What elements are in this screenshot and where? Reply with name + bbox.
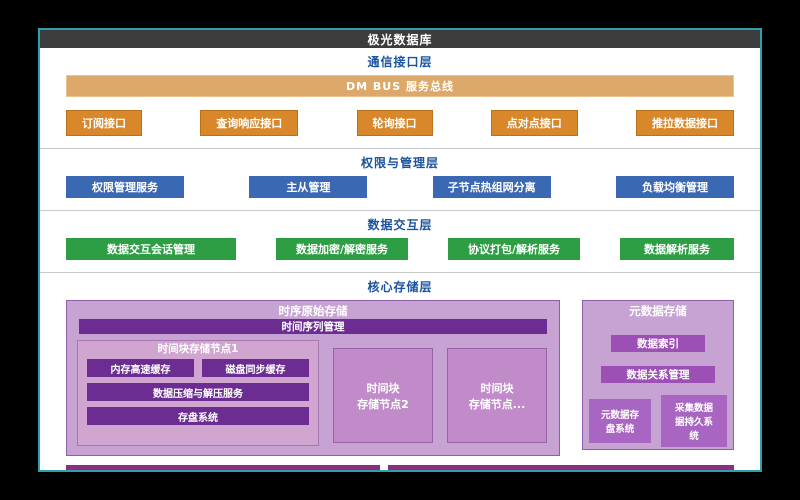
metadata-storage-container: 元数据存储 数据索引 数据关系管理 元数据存 盘系统 采集数据 据持久系 统 bbox=[582, 300, 734, 450]
metadata-small-row: 元数据存 盘系统 采集数据 据持久系 统 bbox=[589, 395, 727, 447]
cache-row: 内存高速缓存 磁盘同步缓存 bbox=[87, 359, 309, 377]
layer-interaction-label: 数据交互层 bbox=[367, 218, 433, 232]
service-box-session: 数据交互会话管理 bbox=[66, 238, 236, 260]
layer-management: 权限与管理层 权限管理服务 主从管理 子节点热组网分离 负载均衡管理 bbox=[40, 148, 760, 210]
metadata-disk-system-box: 元数据存 盘系统 bbox=[589, 399, 651, 443]
service-box-load-balance: 负载均衡管理 bbox=[615, 176, 734, 198]
timeseries-nodes-row: 时间块存储节点1 内存高速缓存 磁盘同步缓存 数据压缩与解压服务 存盘系统 时间… bbox=[77, 340, 549, 446]
backup-service-bar: 备份服务 bbox=[387, 465, 734, 470]
service-box-protocol: 协议打包/解析服务 bbox=[448, 238, 580, 260]
compression-service-box: 数据压缩与解压服务 bbox=[87, 383, 309, 401]
service-box-master-slave: 主从管理 bbox=[249, 176, 368, 198]
page-title: 极光数据库 bbox=[40, 30, 760, 48]
layer-storage: 核心存储层 时序原始存储 时间序列管理 时间块存储节点1 内存高速缓存 磁盘同步… bbox=[40, 272, 760, 470]
storage-node-2-box: 时间块 存储节点2 bbox=[333, 348, 433, 443]
service-box-encryption: 数据加密/解密服务 bbox=[276, 238, 408, 260]
layer-management-label: 权限与管理层 bbox=[360, 156, 439, 170]
interaction-services-row: 数据交互会话管理 数据加密/解密服务 协议打包/解析服务 数据解析服务 bbox=[66, 238, 734, 260]
disk-sync-cache-box: 磁盘同步缓存 bbox=[202, 359, 309, 377]
storage-body: 时序原始存储 时间序列管理 时间块存储节点1 内存高速缓存 磁盘同步缓存 数据压… bbox=[66, 300, 734, 456]
timeseries-storage-container: 时序原始存储 时间序列管理 时间块存储节点1 内存高速缓存 磁盘同步缓存 数据压… bbox=[66, 300, 560, 456]
layer-communication: 通信接口层 DM BUS 服务总线 订阅接口 查询响应接口 轮询接口 点对点接口… bbox=[40, 48, 760, 148]
interface-box-subscribe: 订阅接口 bbox=[66, 110, 142, 136]
data-index-box: 数据索引 bbox=[611, 335, 705, 352]
time-series-manager-bar: 时间序列管理 bbox=[79, 319, 547, 334]
layer-storage-label: 核心存储层 bbox=[367, 280, 433, 294]
memory-cache-box: 内存高速缓存 bbox=[87, 359, 194, 377]
data-relation-box: 数据关系管理 bbox=[601, 366, 715, 383]
interface-box-query-response: 查询响应接口 bbox=[200, 110, 299, 136]
storage-node-1-container: 时间块存储节点1 内存高速缓存 磁盘同步缓存 数据压缩与解压服务 存盘系统 bbox=[77, 340, 319, 446]
main-panel: 极光数据库 通信接口层 DM BUS 服务总线 订阅接口 查询响应接口 轮询接口… bbox=[38, 28, 762, 472]
dm-bus-bar: DM BUS 服务总线 bbox=[66, 75, 734, 97]
service-box-hot-network: 子节点热组网分离 bbox=[432, 176, 551, 198]
metadata-storage-title: 元数据存储 bbox=[629, 304, 687, 318]
service-box-parsing: 数据解析服务 bbox=[620, 238, 734, 260]
interface-box-push-pull: 推拉数据接口 bbox=[636, 110, 734, 136]
layer-communication-label: 通信接口层 bbox=[367, 55, 433, 69]
interface-box-p2p: 点对点接口 bbox=[490, 110, 578, 136]
storage-node-n-box: 时间块 存储节点... bbox=[447, 348, 547, 443]
storage-node-1-title: 时间块存储节点1 bbox=[157, 343, 239, 355]
collected-data-persist-box: 采集数据 据持久系 统 bbox=[661, 395, 727, 447]
interface-box-polling: 轮询接口 bbox=[356, 110, 433, 136]
timeseries-storage-title: 时序原始存储 bbox=[278, 304, 348, 318]
management-services-row: 权限管理服务 主从管理 子节点热组网分离 负载均衡管理 bbox=[66, 176, 734, 198]
storage-bottom-bars: 保存策略管理 备份服务 bbox=[66, 465, 734, 470]
disk-storage-system-box: 存盘系统 bbox=[87, 407, 309, 425]
layer-interaction: 数据交互层 数据交互会话管理 数据加密/解密服务 协议打包/解析服务 数据解析服… bbox=[40, 210, 760, 272]
communication-interfaces-row: 订阅接口 查询响应接口 轮询接口 点对点接口 推拉数据接口 bbox=[66, 110, 734, 136]
service-box-permission: 权限管理服务 bbox=[66, 176, 184, 198]
save-policy-bar: 保存策略管理 bbox=[66, 465, 380, 470]
